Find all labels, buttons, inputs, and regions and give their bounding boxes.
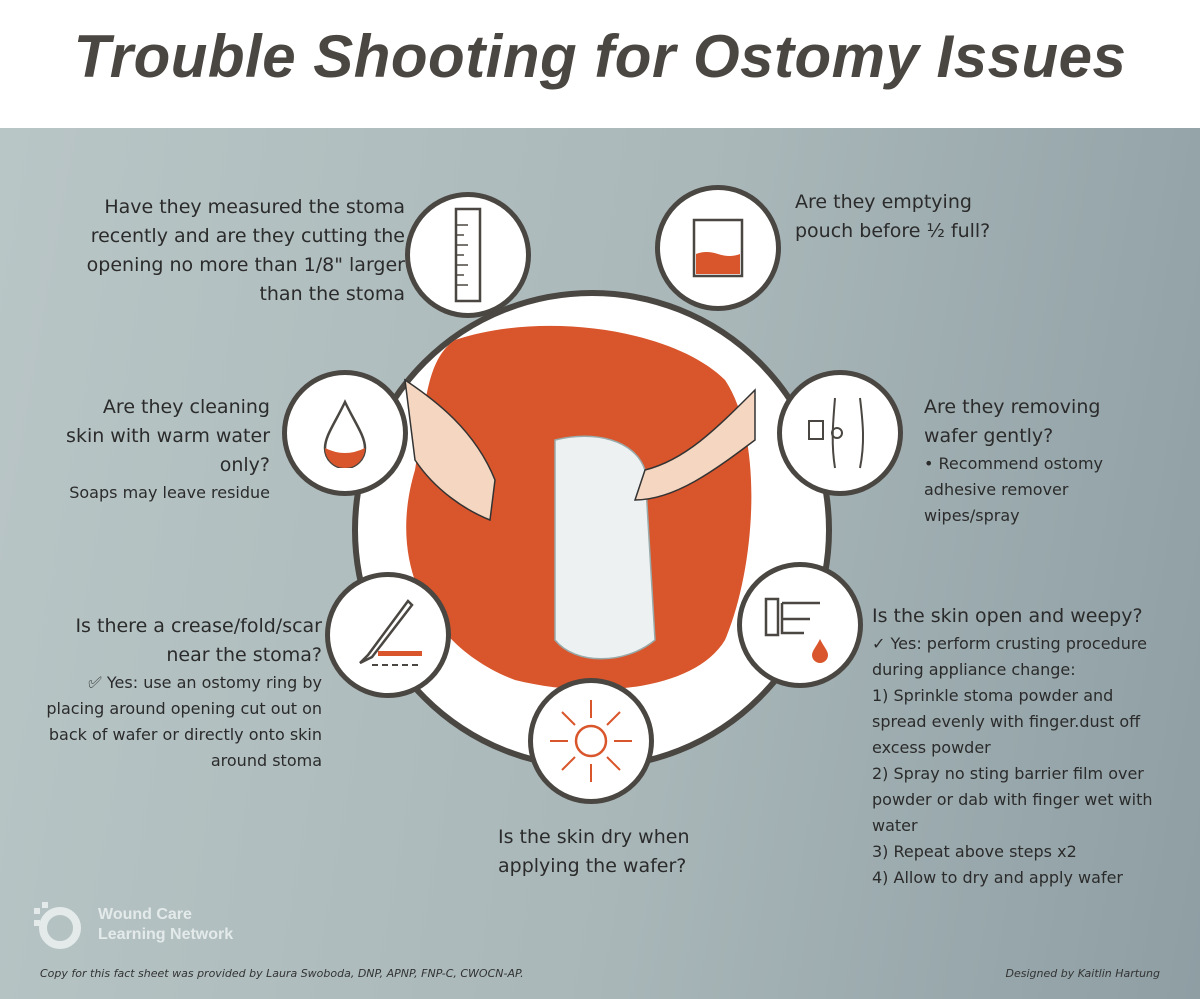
page-title: Trouble Shooting for Ostomy Issues — [73, 23, 1127, 90]
logo-line2: Learning Network — [98, 926, 234, 943]
logo-mark-icon — [34, 902, 81, 949]
footer-credit: Copy for this fact sheet was provided by… — [40, 967, 524, 980]
sun-icon — [528, 678, 654, 804]
tip-remove-wafer: Are they removing wafer gently? • Recomme… — [924, 393, 1134, 529]
scalpel-icon — [325, 572, 451, 698]
tip-note: • Recommend ostomy adhesive remover wipe… — [924, 454, 1103, 525]
tip-heading: Have they measured the stoma recently an… — [86, 196, 405, 305]
water-drop-icon — [282, 370, 408, 496]
step: 2) Spray no sting barrier film over powd… — [872, 764, 1153, 835]
tip-skin-dry: Is the skin dry when applying the wafer? — [498, 823, 728, 881]
check-circle-icon: ✅︎ — [88, 673, 102, 692]
tip-note: Yes: use an ostomy ring by placing aroun… — [46, 673, 322, 770]
step: 4) Allow to dry and apply wafer — [872, 868, 1123, 887]
tip-note: Yes: perform crusting procedure during a… — [872, 634, 1147, 679]
footer-designer: Designed by Kaitlin Hartung — [1005, 967, 1161, 980]
title-band: Trouble Shooting for Ostomy Issues — [0, 0, 1200, 128]
tip-heading: Are they cleaning skin with warm water o… — [66, 396, 270, 476]
step: 1) Sprinkle stoma powder and spread even… — [872, 686, 1141, 757]
weepy-skin-hand-icon — [737, 562, 863, 688]
tip-weepy-skin: Is the skin open and weepy? ✓ Yes: perfor… — [872, 602, 1172, 891]
tip-heading: Are they emptying pouch before ½ full? — [795, 191, 991, 242]
tip-heading: Is the skin dry when applying the wafer? — [498, 826, 690, 877]
check-circle-icon: ✓ — [872, 634, 886, 653]
tip-note: Soaps may leave residue — [69, 483, 270, 502]
tip-empty-pouch: Are they emptying pouch before ½ full? — [795, 188, 1025, 246]
ostomy-illustration — [404, 325, 756, 690]
step: 3) Repeat above steps x2 — [872, 842, 1077, 861]
ruler-icon — [405, 192, 531, 318]
tip-measure-stoma: Have they measured the stoma recently an… — [85, 193, 405, 309]
pouch-icon — [655, 185, 781, 311]
tip-clean-skin: Are they cleaning skin with warm water o… — [60, 393, 270, 506]
tip-crease-fold: Is there a crease/fold/scar near the sto… — [30, 612, 322, 774]
logo-line1: Wound Care — [98, 906, 192, 923]
wafer-removal-icon — [777, 370, 903, 496]
tip-heading: Are they removing wafer gently? — [924, 396, 1101, 447]
tip-heading: Is there a crease/fold/scar near the sto… — [75, 615, 322, 666]
tip-heading: Is the skin open and weepy? — [872, 605, 1143, 627]
